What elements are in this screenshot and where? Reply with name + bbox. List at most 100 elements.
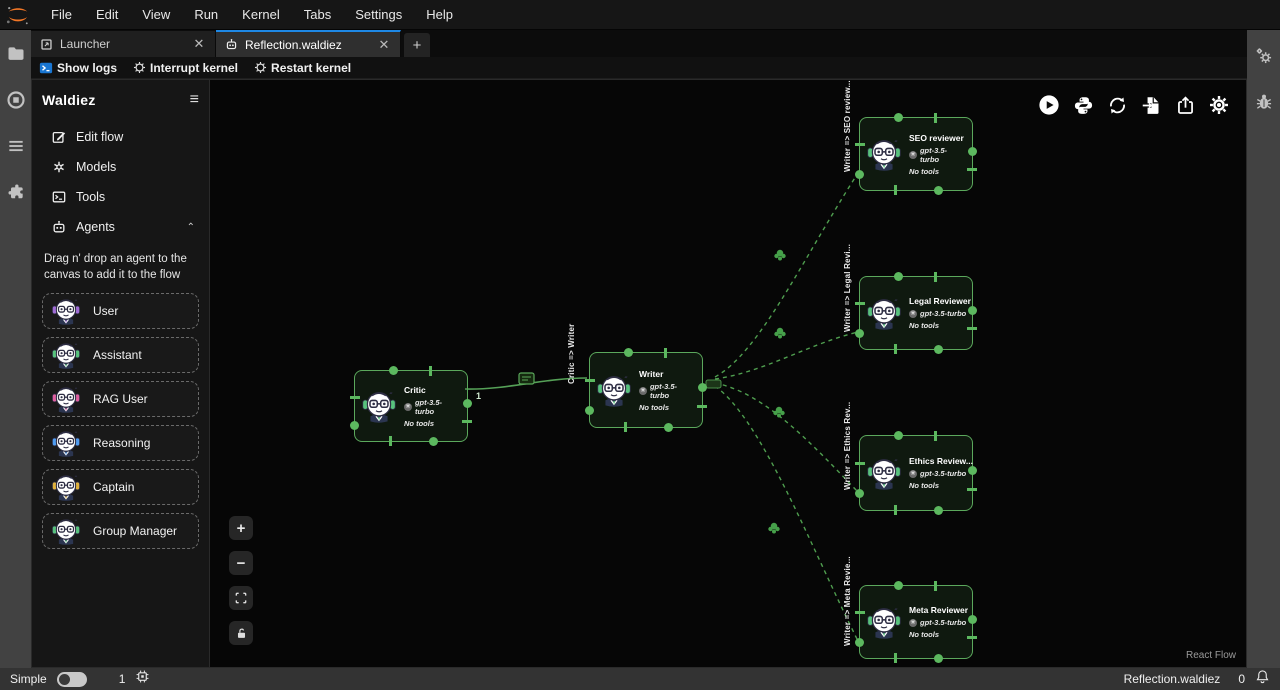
menu-file[interactable]: File xyxy=(39,0,84,30)
menu-tabs[interactable]: Tabs xyxy=(292,0,343,30)
connection-handle[interactable] xyxy=(934,345,943,354)
resize-handle[interactable] xyxy=(697,405,707,408)
resize-handle[interactable] xyxy=(894,653,897,663)
resize-handle[interactable] xyxy=(967,327,977,330)
resize-handle[interactable] xyxy=(934,272,937,282)
agent-card-user[interactable]: User xyxy=(42,293,199,329)
connection-handle[interactable] xyxy=(585,406,594,415)
nested-chat-icon[interactable] xyxy=(774,328,785,339)
tab-launcher[interactable]: Launcher ✕ xyxy=(31,31,216,57)
resize-handle[interactable] xyxy=(855,462,865,465)
restart-kernel-button[interactable]: Restart kernel xyxy=(254,61,351,75)
sidebar-menu-icon[interactable]: ≡ xyxy=(190,94,199,106)
tab-launcher-close-icon[interactable]: ✕ xyxy=(192,36,206,52)
agent-card-captain[interactable]: Captain xyxy=(42,469,199,505)
nested-chat-icon[interactable] xyxy=(774,250,785,261)
agent-card-reasoning[interactable]: Reasoning xyxy=(42,425,199,461)
new-tab-button[interactable]: + xyxy=(404,33,430,57)
file-browser-icon[interactable] xyxy=(6,44,26,64)
table-of-contents-icon[interactable] xyxy=(6,136,26,156)
connection-handle[interactable] xyxy=(855,170,864,179)
react-flow-attribution[interactable]: React Flow xyxy=(1186,650,1236,661)
resize-handle[interactable] xyxy=(855,302,865,305)
connection-handle[interactable] xyxy=(855,329,864,338)
run-flow-play-button[interactable] xyxy=(1038,94,1060,116)
kernel-chip-icon[interactable] xyxy=(135,669,150,689)
resize-handle[interactable] xyxy=(624,422,627,432)
resize-handle[interactable] xyxy=(462,420,472,423)
edge-writer-ethics[interactable] xyxy=(715,383,858,492)
chevron-up-icon[interactable]: ⌃ xyxy=(187,222,195,233)
resize-handle[interactable] xyxy=(855,143,865,146)
fit-view-button[interactable] xyxy=(229,586,253,610)
connection-handle[interactable] xyxy=(894,272,903,281)
resize-handle[interactable] xyxy=(934,581,937,591)
nested-chat-icon[interactable] xyxy=(768,523,779,534)
sidebar-item-tools[interactable]: Tools xyxy=(42,182,199,212)
agent-card-rag-user[interactable]: RAG User xyxy=(42,381,199,417)
edge-message-icon[interactable] xyxy=(519,373,534,384)
export-share-button[interactable] xyxy=(1174,94,1196,116)
connection-handle[interactable] xyxy=(855,638,864,647)
resize-handle[interactable] xyxy=(389,436,392,446)
simple-mode-toggle[interactable] xyxy=(57,672,87,687)
import-flow-button[interactable] xyxy=(1140,94,1162,116)
node-ethics-reviewer[interactable]: Ethics Review... ✳gpt-3.5-turbo No tools xyxy=(859,435,973,511)
connection-handle[interactable] xyxy=(855,489,864,498)
node-writer[interactable]: Writer ✳gpt-3.5-turbo No tools xyxy=(589,352,703,428)
menu-settings[interactable]: Settings xyxy=(343,0,414,30)
convert-to-python-button[interactable] xyxy=(1072,94,1094,116)
connection-handle[interactable] xyxy=(894,581,903,590)
connection-handle[interactable] xyxy=(934,186,943,195)
resize-handle[interactable] xyxy=(967,488,977,491)
connection-handle[interactable] xyxy=(664,423,673,432)
flow-canvas[interactable]: 1 Critic => Writer Writer => SEO review.… xyxy=(210,80,1246,667)
agent-card-group-manager[interactable]: Group Manager xyxy=(42,513,199,549)
connection-handle[interactable] xyxy=(389,366,398,375)
connection-handle[interactable] xyxy=(968,147,977,156)
connection-handle[interactable] xyxy=(968,615,977,624)
sidebar-item-models[interactable]: Models xyxy=(42,152,199,182)
zoom-in-button[interactable]: + xyxy=(229,516,253,540)
resize-handle[interactable] xyxy=(934,431,937,441)
sync-refresh-button[interactable] xyxy=(1106,94,1128,116)
resize-handle[interactable] xyxy=(855,611,865,614)
edge-writer-meta[interactable] xyxy=(715,386,858,641)
flow-settings-gear-button[interactable] xyxy=(1208,94,1230,116)
resize-handle[interactable] xyxy=(894,185,897,195)
menu-kernel[interactable]: Kernel xyxy=(230,0,292,30)
resize-handle[interactable] xyxy=(350,396,360,399)
menu-view[interactable]: View xyxy=(130,0,182,30)
sidebar-item-agents[interactable]: Agents ⌃ xyxy=(42,212,199,242)
connection-handle[interactable] xyxy=(934,654,943,663)
connection-handle[interactable] xyxy=(894,113,903,122)
running-kernels-icon[interactable] xyxy=(6,90,26,110)
zoom-out-button[interactable]: − xyxy=(229,551,253,575)
agent-card-assistant[interactable]: Assistant xyxy=(42,337,199,373)
connection-handle[interactable] xyxy=(463,399,472,408)
tab-waldiez-close-icon[interactable]: ✕ xyxy=(377,37,391,53)
menu-help[interactable]: Help xyxy=(414,0,465,30)
nested-chat-icon[interactable] xyxy=(773,407,784,418)
connection-handle[interactable] xyxy=(968,306,977,315)
edge-writer-legal[interactable] xyxy=(715,332,858,379)
resize-handle[interactable] xyxy=(429,366,432,376)
debugger-bug-icon[interactable] xyxy=(1254,92,1274,112)
connection-handle[interactable] xyxy=(698,383,707,392)
menu-edit[interactable]: Edit xyxy=(84,0,130,30)
resize-handle[interactable] xyxy=(894,344,897,354)
node-seo-reviewer[interactable]: SEO reviewer ✳gpt-3.5-turbo No tools xyxy=(859,117,973,191)
resize-handle[interactable] xyxy=(664,348,667,358)
lock-toggle-button[interactable] xyxy=(229,621,253,645)
edge-writer-seo[interactable] xyxy=(715,173,858,377)
interrupt-kernel-button[interactable]: Interrupt kernel xyxy=(133,61,238,75)
resize-handle[interactable] xyxy=(894,505,897,515)
resize-handle[interactable] xyxy=(585,379,595,382)
connection-handle[interactable] xyxy=(350,421,359,430)
extensions-puzzle-icon[interactable] xyxy=(6,182,26,202)
resize-handle[interactable] xyxy=(967,636,977,639)
node-meta-reviewer[interactable]: Meta Reviewer ✳gpt-3.5-turbo No tools xyxy=(859,585,973,659)
node-critic[interactable]: Critic ✳gpt-3.5-turbo No tools xyxy=(354,370,468,442)
property-inspector-gears-icon[interactable] xyxy=(1254,46,1274,66)
connection-handle[interactable] xyxy=(894,431,903,440)
